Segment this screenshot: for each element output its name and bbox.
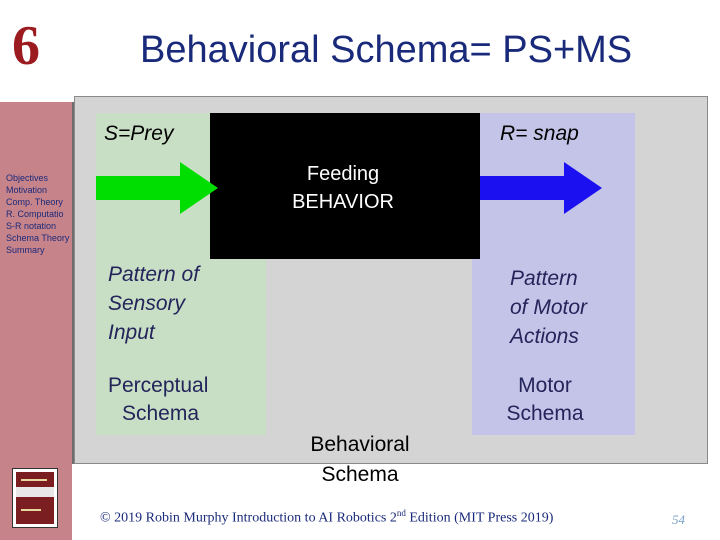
sidebar [0, 102, 72, 540]
nav-item-comp-theory[interactable]: Comp. Theory [6, 197, 63, 207]
slide-title: Behavioral Schema= PS+MS [140, 29, 633, 71]
stimulus-arrow-shape [96, 162, 218, 214]
nav-item-objectives[interactable]: Objectives [6, 173, 49, 183]
response-arrow-shape [480, 162, 602, 214]
perceptual-schema-label: Perceptual Schema [108, 374, 209, 425]
response-arrow [480, 162, 602, 214]
nav-item-schema-theory[interactable]: Schema Theory [6, 233, 70, 243]
stimulus-label: S=Prey [104, 122, 174, 145]
nav-item-r-computation[interactable]: R. Computatio [6, 209, 64, 219]
response-label: R= snap [500, 122, 579, 145]
sidebar-divider [72, 102, 74, 464]
behavioral-schema-label: Behavioral Schema [310, 433, 410, 486]
chapter-number: 6 [12, 15, 40, 77]
nav-item-motivation[interactable]: Motivation [6, 185, 48, 195]
sensory-input-pattern: Pattern of Sensory Input [108, 263, 200, 344]
behavior-label-line2: BEHAVIOR [292, 191, 394, 213]
behavior-label: Feeding BEHAVIOR [258, 160, 428, 216]
motor-actions-pattern: Pattern of Motor Actions [510, 267, 588, 348]
behavior-label-line1: Feeding [306, 163, 380, 185]
copyright-footer: © 2019 Robin Murphy Introduction to AI R… [100, 508, 554, 526]
nav-item-sr-notation[interactable]: S-R notation [6, 221, 57, 231]
page-number: 54 [672, 512, 685, 527]
motor-schema-box [472, 113, 635, 435]
motor-schema-label: Motor Schema [506, 374, 584, 425]
book-cover-image [12, 468, 58, 528]
feeding-behavior-box [210, 113, 480, 259]
stimulus-arrow [96, 162, 218, 214]
nav-item-summary[interactable]: Summary [6, 245, 45, 255]
sidebar-nav: Objectives Motivation Comp. Theory R. Co… [6, 172, 86, 256]
